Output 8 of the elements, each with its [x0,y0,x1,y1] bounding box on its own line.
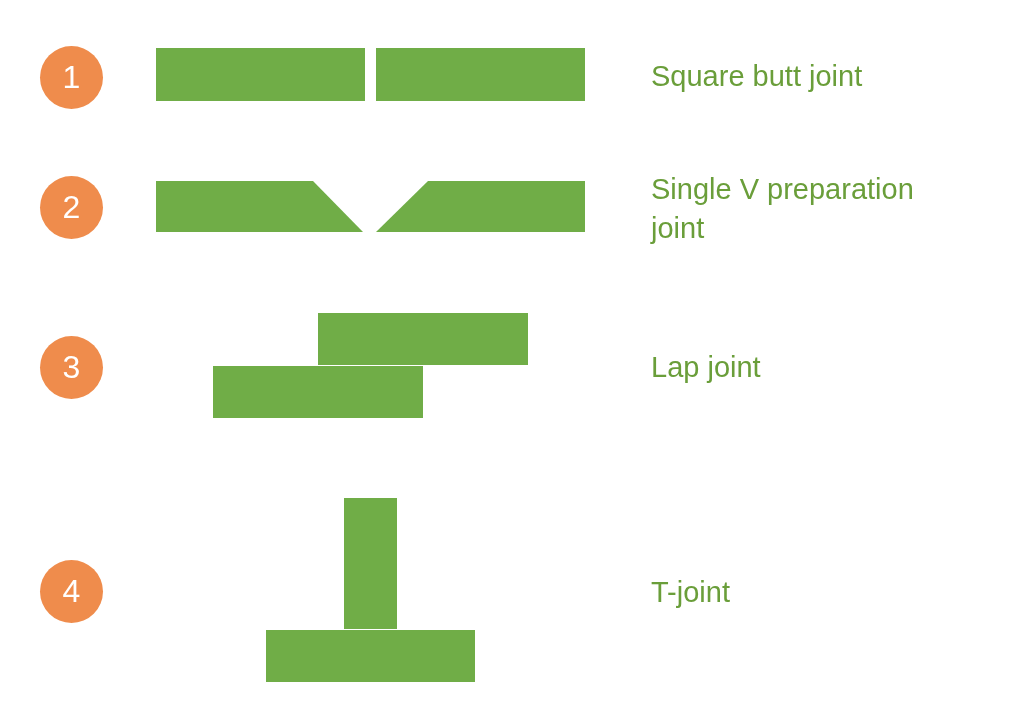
joint-name: Lap joint [651,350,762,385]
joint-name: Square butt joint [651,59,864,94]
joint-name: Single V preparation joint [651,172,915,246]
number-circle: 4 [40,560,103,623]
number-circle: 2 [40,176,103,239]
number-circle: 1 [40,46,103,109]
joint-name: T-joint [651,575,731,610]
number-circle: 3 [40,336,103,399]
